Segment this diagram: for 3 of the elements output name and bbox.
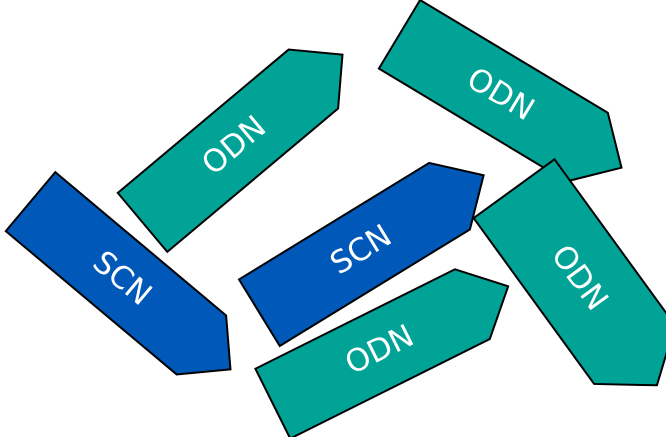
node-label: SCN [325, 220, 396, 280]
node-label: ODN [340, 320, 418, 380]
node-label: ODN [461, 63, 538, 126]
